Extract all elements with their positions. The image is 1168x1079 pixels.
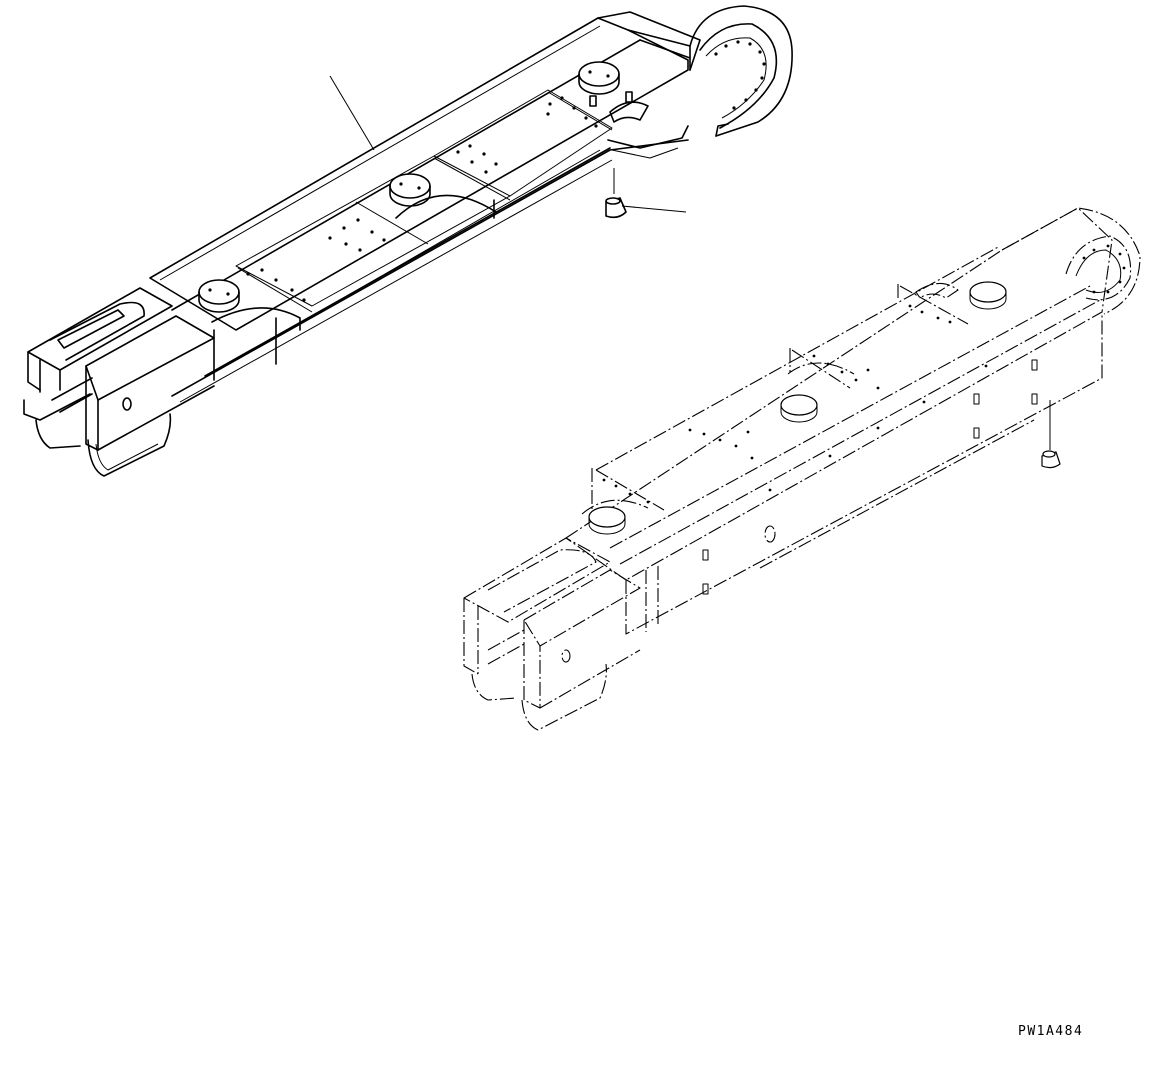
boss-pad <box>198 279 240 313</box>
boss-pad <box>969 281 1007 310</box>
fork-end <box>463 537 641 731</box>
arm-phantom-view <box>463 207 1141 731</box>
arm-assembly <box>23 5 793 477</box>
leader-line <box>621 205 687 213</box>
boss-pad <box>389 173 431 207</box>
boss-pad <box>578 61 620 95</box>
bolt-holes <box>602 304 988 504</box>
leader-line <box>329 75 375 151</box>
fork-end <box>23 287 215 477</box>
boss-pad <box>780 394 818 423</box>
drawing-code: PW1A484 <box>1018 1024 1084 1039</box>
plug-part <box>1041 400 1061 469</box>
pivot-ring <box>689 5 793 137</box>
bolt-holes <box>246 96 598 302</box>
plug-part <box>605 168 627 219</box>
pivot-ring <box>1001 207 1141 315</box>
boss-pad <box>588 506 626 535</box>
